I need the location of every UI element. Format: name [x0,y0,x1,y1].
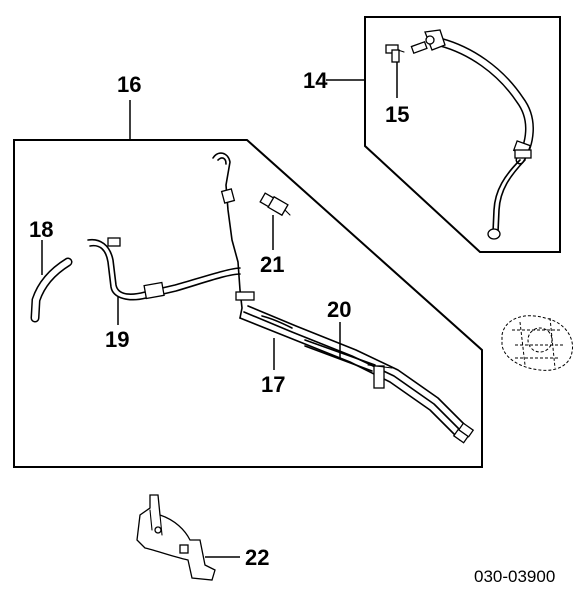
part-19-pipe [87,237,241,301]
part-15-fitting [385,44,405,63]
callout-16: 16 [117,72,141,97]
callout-18: 18 [29,217,53,242]
callout-15: 15 [385,102,409,127]
group-16-frame [13,139,483,468]
figure-code: 030-03900 [474,567,555,586]
reference-component-sketch [501,315,574,371]
part-18-hose [30,257,73,323]
callout-21: 21 [260,252,284,277]
callout-19: 19 [105,327,129,352]
part-22-bracket [136,494,216,581]
callout-17: 17 [261,372,285,397]
callout-22: 22 [245,545,269,570]
group-14-frame [364,16,561,253]
part-21-connector [259,192,291,217]
callout-20: 20 [327,297,351,322]
part-17-pipe-assembly [212,152,475,444]
callout-14: 14 [303,68,328,93]
part-14-hose-assembly [410,29,534,240]
